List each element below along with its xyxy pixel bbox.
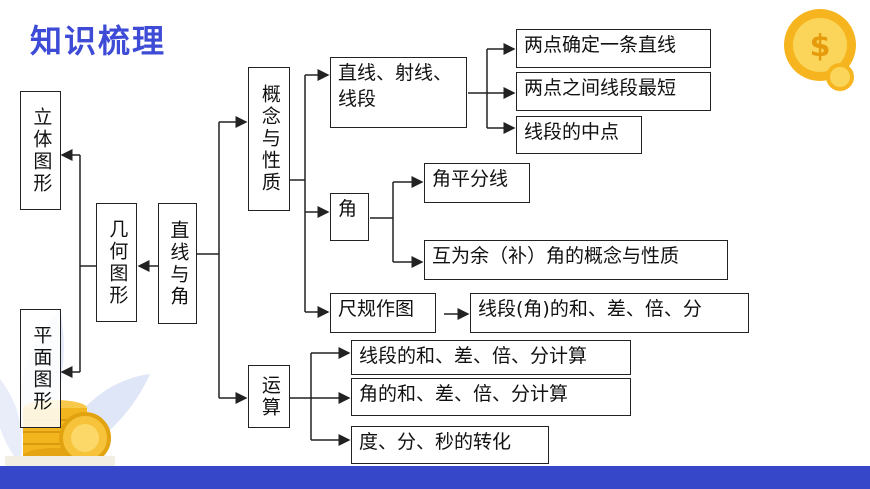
node-complementary-angles: 互为余（补）角的概念与性质 — [424, 240, 728, 280]
node-segment-calculation: 线段的和、差、倍、分计算 — [351, 340, 631, 375]
footer-bar — [0, 466, 870, 489]
dollar-coin-icon: $ — [784, 9, 856, 91]
svg-text:$: $ — [810, 29, 831, 64]
node-two-points-line: 两点确定一条直线 — [516, 29, 711, 68]
node-ruler-compass: 尺规作图 — [330, 293, 436, 333]
node-line-ray-segment: 直线、射线、线段 — [330, 57, 467, 128]
node-shortest-segment: 两点之间线段最短 — [516, 72, 711, 111]
node-construct-operations: 线段(角)的和、差、倍、分 — [470, 293, 749, 333]
node-solid-figure: 立体图形 — [20, 91, 61, 210]
node-degree-conversion: 度、分、秒的转化 — [351, 426, 549, 464]
node-line-and-angle: 直线与角 — [158, 203, 197, 324]
node-geometric-figure: 几何图形 — [96, 203, 137, 322]
page-title: 知识梳理 — [30, 22, 167, 60]
node-angle-bisector: 角平分线 — [424, 163, 530, 203]
node-angle: 角 — [330, 193, 369, 241]
node-operation: 运算 — [248, 365, 290, 428]
node-angle-calculation: 角的和、差、倍、分计算 — [351, 378, 631, 416]
node-concept-property: 概念与性质 — [248, 67, 290, 211]
node-midpoint: 线段的中点 — [516, 116, 642, 154]
node-plane-figure: 平面图形 — [20, 309, 61, 428]
coin-stack-icon — [5, 400, 115, 468]
